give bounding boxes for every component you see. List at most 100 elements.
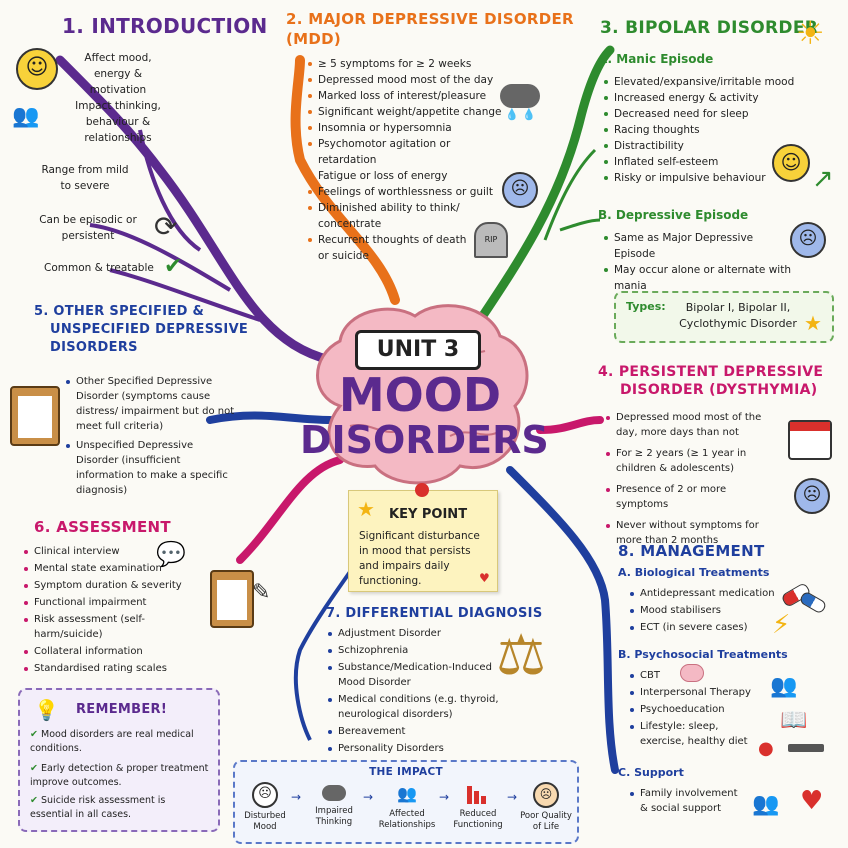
list-item: Substance/Medication-Induced Mood Disord… bbox=[326, 660, 516, 690]
scales-icon: ⚖ bbox=[496, 623, 547, 688]
smiley-icon: ☺ bbox=[16, 48, 58, 90]
list-item: Antidepressant medication bbox=[628, 586, 778, 601]
list-item: Marked loss of interest/pleasure bbox=[306, 88, 506, 104]
support-title: C. Support bbox=[618, 766, 684, 779]
list-item: Family involvement & social support bbox=[628, 786, 748, 816]
list-item: Risky or impulsive behaviour bbox=[602, 170, 802, 186]
types-label: Types: bbox=[626, 300, 666, 313]
depressive-episode-list: Same as Major Depressive Episode May occ… bbox=[602, 230, 792, 294]
persistent-title-2: DISORDER (DYSTHYMIA) bbox=[620, 382, 818, 398]
differential-list: Adjustment Disorder Schizophrenia Substa… bbox=[326, 626, 516, 756]
remember-item: ✔ Suicide risk assessment is essential i… bbox=[30, 795, 166, 820]
list-item: For ≥ 2 years (≥ 1 year in children & ad… bbox=[604, 446, 774, 476]
list-item: Inflated self-esteem bbox=[602, 154, 802, 170]
dumbbell-icon bbox=[788, 744, 824, 752]
tombstone-icon: RIP bbox=[474, 222, 508, 258]
center-title-1: MOOD bbox=[338, 368, 502, 422]
sad-face-icon: ☹ bbox=[252, 782, 278, 808]
list-item: Collateral information bbox=[22, 644, 202, 659]
types-text: Bipolar I, Bipolar II, Cyclothymic Disor… bbox=[679, 301, 797, 330]
list-item: Interpersonal Therapy bbox=[628, 685, 762, 700]
bio-list: Antidepressant medication Mood stabilise… bbox=[628, 586, 778, 635]
rain-cloud-icon bbox=[500, 84, 540, 108]
list-item: Diminished ability to think/ concentrate bbox=[306, 200, 478, 232]
clipboard-icon bbox=[10, 386, 60, 446]
psy-list: CBT Interpersonal Therapy Psychoeducatio… bbox=[628, 668, 762, 749]
other-list: Other Specified Depressive Disorder (sym… bbox=[64, 374, 236, 498]
list-item: Unspecified Depressive Disorder (insuffi… bbox=[64, 438, 236, 498]
other-title: 5. OTHER SPECIFIED & bbox=[34, 304, 205, 319]
rain-cloud-icon bbox=[322, 785, 346, 801]
list-item: Personality Disorders bbox=[326, 741, 516, 756]
list-item: Insomnia or hypersomnia bbox=[306, 120, 506, 136]
apple-icon: ● bbox=[758, 738, 774, 759]
list-item: Distractibility bbox=[602, 138, 802, 154]
sad-face-icon: ☹ bbox=[794, 478, 830, 514]
key-point-note: ★ KEY POINT Significant disturbance in m… bbox=[348, 483, 498, 592]
arrow-icon: → bbox=[363, 790, 374, 804]
declining-chart-icon bbox=[465, 782, 491, 804]
assessment-title: 6. ASSESSMENT bbox=[34, 518, 171, 536]
happy-face-icon: ☺ bbox=[772, 144, 810, 182]
list-item: May occur alone or alternate with mania bbox=[602, 262, 792, 294]
list-item: Mental state examination bbox=[22, 561, 202, 576]
list-item: Adjustment Disorder bbox=[326, 626, 516, 641]
bio-title: A. Biological Treatments bbox=[618, 566, 770, 579]
list-item: Standardised rating scales bbox=[22, 661, 202, 676]
remember-box: 💡 REMEMBER! ✔ Mood disorders are real me… bbox=[18, 688, 220, 832]
book-icon: 📖 bbox=[780, 708, 808, 733]
cycle-icon: ⟳ bbox=[154, 210, 178, 243]
mdd-list: ≥ 5 symptoms for ≥ 2 weeks Depressed moo… bbox=[306, 56, 506, 264]
key-point-title: KEY POINT bbox=[389, 507, 468, 522]
calendar-icon bbox=[788, 420, 832, 460]
impact-step: Impaired Thinking bbox=[301, 782, 367, 828]
unit-label: UNIT 3 bbox=[355, 330, 481, 370]
speech-bubbles-icon: 💬 bbox=[156, 540, 186, 568]
check-icon: ✔ bbox=[164, 254, 183, 279]
remember-item: ✔ Early detection & proper treatment imp… bbox=[30, 763, 209, 788]
management-title: 8. MANAGEMENT bbox=[618, 542, 765, 560]
lightning-icon: ⚡ bbox=[772, 610, 791, 640]
types-box: Types: Bipolar I, Bipolar II, Cyclothymi… bbox=[614, 291, 834, 343]
list-item: Clinical interview bbox=[22, 544, 202, 559]
support-list: Family involvement & social support bbox=[628, 786, 748, 816]
list-item: Functional impairment bbox=[22, 595, 202, 610]
list-item: ≥ 5 symptoms for ≥ 2 weeks bbox=[306, 56, 506, 72]
check-icon: ✔ bbox=[30, 763, 38, 774]
remember-item: ✔ Mood disorders are real medical condit… bbox=[30, 729, 194, 754]
list-item: Schizophrenia bbox=[326, 643, 516, 658]
sad-face-icon: ☹ bbox=[790, 222, 826, 258]
other-title-3: DISORDERS bbox=[50, 340, 138, 355]
list-item: Presence of 2 or more symptoms bbox=[604, 482, 774, 512]
check-icon: ✔ bbox=[30, 795, 38, 806]
list-item: Lifestyle: sleep, exercise, healthy diet bbox=[628, 719, 762, 749]
pin-icon bbox=[415, 483, 429, 497]
pen-icon: ✎ bbox=[252, 580, 271, 605]
bipolar-title: 3. BIPOLAR DISORDER bbox=[600, 18, 819, 38]
mdd-title: 2. MAJOR DEPRESSIVE DISORDER bbox=[286, 10, 574, 28]
star-icon: ★ bbox=[804, 311, 822, 335]
arrow-icon: → bbox=[507, 790, 518, 804]
key-point-text: Significant disturbance in mood that per… bbox=[359, 530, 480, 587]
list-item: Depressed mood most of the day, more day… bbox=[604, 410, 774, 440]
list-item: Risk assessment (self-harm/suicide) bbox=[22, 612, 202, 642]
other-title-2: UNSPECIFIED DEPRESSIVE bbox=[50, 322, 249, 337]
list-item: Racing thoughts bbox=[602, 122, 802, 138]
list-item: Psychoeducation bbox=[628, 702, 762, 717]
list-item: Depressed mood most of the day bbox=[306, 72, 506, 88]
list-item: Recurrent thoughts of death or suicide bbox=[306, 232, 478, 264]
intro-title: 1. INTRODUCTION bbox=[62, 14, 268, 38]
impact-step: Reduced Functioning bbox=[445, 782, 511, 831]
people-icon: 👥 bbox=[12, 104, 39, 129]
therapy-icon: 👥 bbox=[770, 674, 798, 699]
remember-title: REMEMBER! bbox=[76, 702, 168, 717]
list-item: ECT (in severe cases) bbox=[628, 620, 778, 635]
manic-list: Elevated/expansive/irritable mood Increa… bbox=[602, 74, 802, 186]
assessment-list: Clinical interview Mental state examinat… bbox=[22, 544, 202, 676]
clipboard-icon bbox=[210, 570, 254, 628]
list-item: Increased energy & activity bbox=[602, 90, 802, 106]
list-item: Elevated/expansive/irritable mood bbox=[602, 74, 802, 90]
intro-item: Range from mild to severe bbox=[41, 164, 129, 192]
arrow-icon: → bbox=[291, 790, 302, 804]
list-item: Decreased need for sleep bbox=[602, 106, 802, 122]
